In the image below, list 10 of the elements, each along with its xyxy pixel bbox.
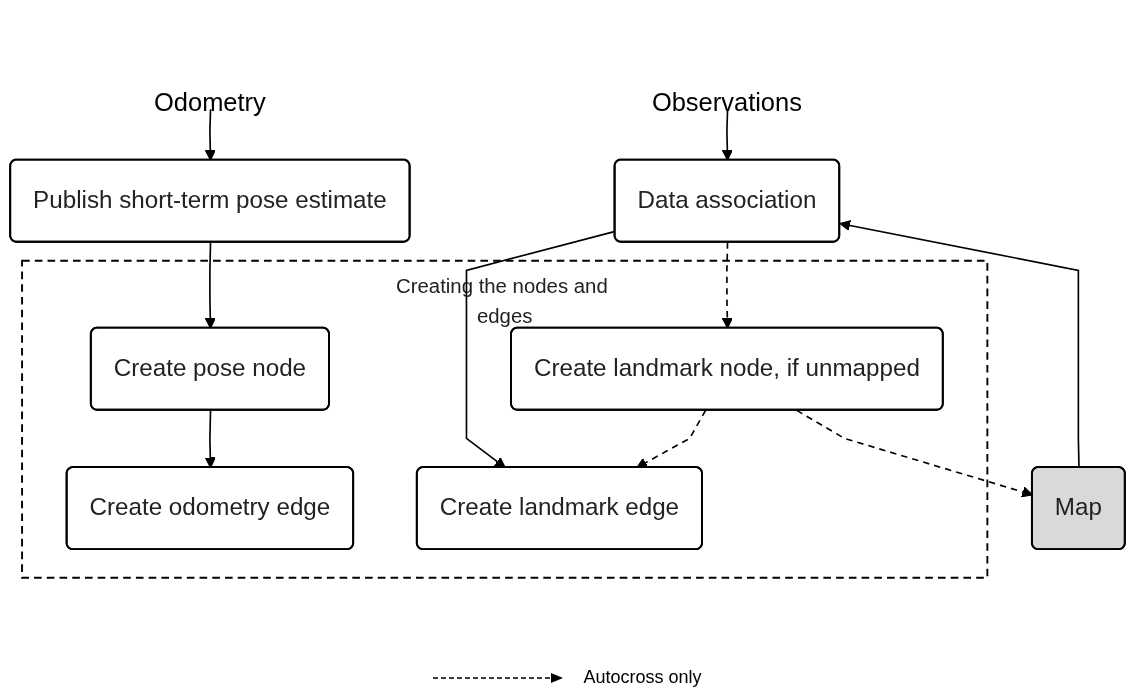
node-text: Observations <box>651 88 802 117</box>
node-text: Odometry <box>154 88 266 117</box>
arrow <box>204 409 216 469</box>
legend-text: Autocross only <box>583 667 702 688</box>
arrow <box>636 409 707 469</box>
arrow <box>204 108 216 161</box>
arrow <box>204 241 216 329</box>
arrow <box>721 108 733 161</box>
arrow <box>839 220 1080 469</box>
arrow <box>721 241 733 329</box>
